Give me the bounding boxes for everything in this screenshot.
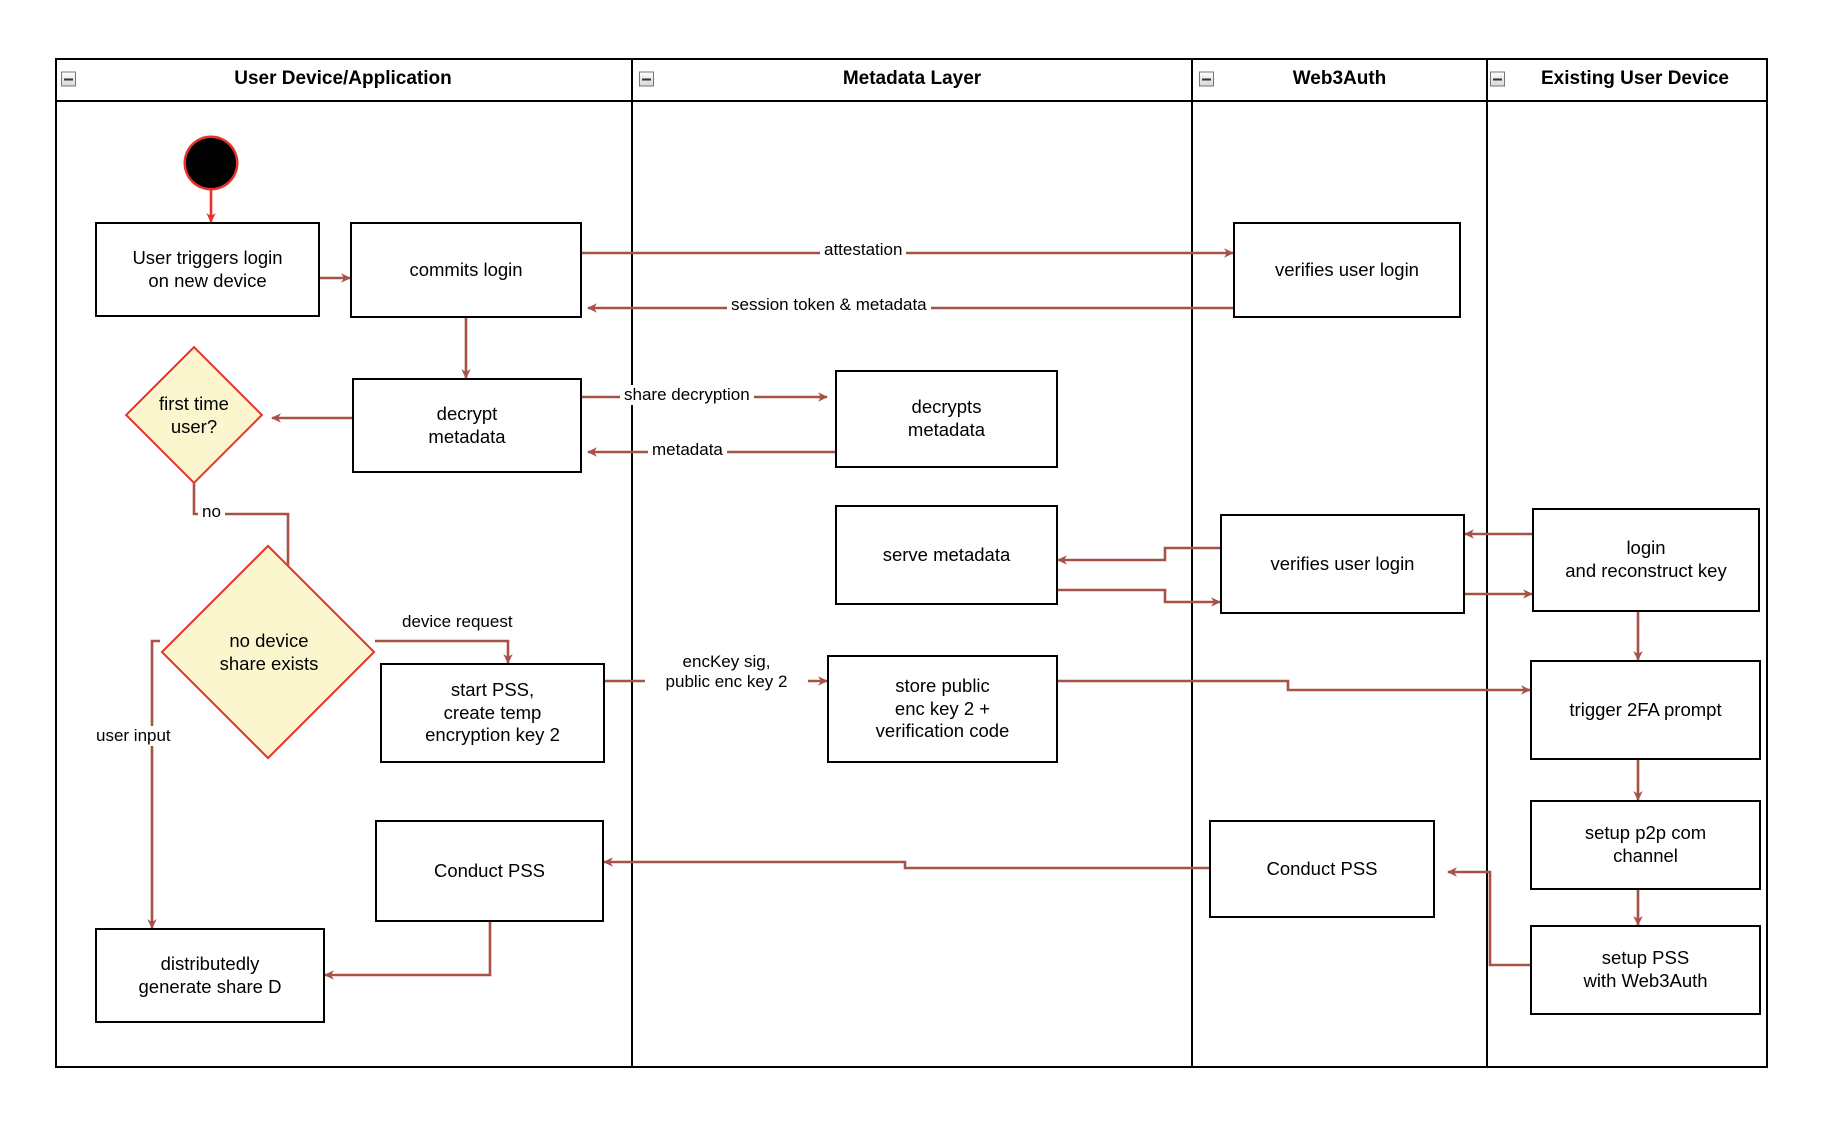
- decision-first-time-user[interactable]: first time user?: [118, 345, 270, 485]
- decision-label: first time user?: [118, 393, 270, 438]
- node-label: login and reconstruct key: [1565, 537, 1726, 582]
- node-label-line: with Web3Auth: [1583, 970, 1708, 991]
- node-label-line: metadata: [428, 425, 506, 447]
- node-label-line: setup p2p com: [1584, 822, 1707, 844]
- node-login-and-reconstruct-key[interactable]: login and reconstruct key: [1532, 508, 1760, 612]
- node-label-line: create temp: [443, 701, 542, 723]
- minus-box-icon[interactable]: [61, 71, 76, 87]
- node-label-line: store public: [895, 675, 990, 697]
- node-label-line: start PSS,: [450, 679, 535, 701]
- node-label-line: enc key 2 +: [894, 697, 991, 719]
- lane-title: Web3Auth: [1292, 68, 1387, 89]
- node-label-line: verification code: [875, 720, 1010, 742]
- decision-label-line: user?: [170, 415, 218, 437]
- edge-label-no: no: [198, 502, 225, 523]
- edge-label-attestation: attestation: [820, 240, 907, 261]
- node-label: store public enc key 2 + verification co…: [876, 675, 1010, 743]
- node-label: verifies user login: [1270, 552, 1415, 574]
- node-label: Conduct PSS: [433, 859, 546, 881]
- edge-label-session-token: session token & metadata: [727, 295, 931, 316]
- node-serve-metadata[interactable]: serve metadata: [835, 505, 1058, 605]
- minus-box-icon[interactable]: [1199, 71, 1214, 87]
- decision-label-line: no device: [229, 630, 309, 652]
- node-label-line: channel: [1613, 845, 1678, 866]
- node-label-line: decrypts: [911, 396, 982, 418]
- lane-body-web3auth: [1193, 102, 1488, 1068]
- lane-title: User Device/Application: [234, 68, 452, 89]
- node-start-pss[interactable]: start PSS, create temp encryption key 2: [380, 663, 605, 763]
- node-label: decrypts metadata: [908, 396, 985, 441]
- node-verifies-user-login-2[interactable]: verifies user login: [1220, 514, 1465, 614]
- node-trigger-2fa-prompt[interactable]: trigger 2FA prompt: [1530, 660, 1761, 760]
- edge-label-user-input: user input: [92, 726, 175, 747]
- node-label-line: decrypt: [436, 402, 498, 424]
- node-conduct-pss-user[interactable]: Conduct PSS: [375, 820, 604, 922]
- node-user-triggers-login[interactable]: User triggers login on new device: [95, 222, 320, 317]
- lane-title: Metadata Layer: [842, 68, 982, 89]
- node-verifies-user-login-1[interactable]: verifies user login: [1233, 222, 1461, 318]
- node-label-line: encryption key 2: [425, 724, 560, 746]
- node-label: setup PSS with Web3Auth: [1583, 947, 1707, 992]
- node-label-line: setup PSS: [1601, 947, 1690, 969]
- node-label-line: on new device: [148, 269, 267, 291]
- node-decrypt-metadata[interactable]: decrypt metadata: [352, 378, 582, 473]
- node-label: Conduct PSS: [1266, 857, 1378, 879]
- swimlane-frame: [55, 58, 1768, 1068]
- node-label: setup p2p com channel: [1585, 822, 1706, 867]
- edge-label-metadata: metadata: [648, 440, 727, 461]
- node-label-line: distributedly: [160, 952, 260, 974]
- lane-title: Existing User Device: [1541, 68, 1729, 89]
- node-label: trigger 2FA prompt: [1569, 698, 1722, 720]
- node-commits-login[interactable]: commits login: [350, 222, 582, 318]
- node-generate-share-d[interactable]: distributedly generate share D: [95, 928, 325, 1023]
- node-label: commits login: [409, 258, 523, 280]
- node-conduct-pss-web3auth[interactable]: Conduct PSS: [1209, 820, 1435, 918]
- edge-label-line: encKey sig,: [682, 652, 771, 671]
- node-label-line: and reconstruct key: [1565, 560, 1727, 581]
- lane-header-user-device[interactable]: User Device/Application: [55, 58, 633, 102]
- lane-body-metadata: [633, 102, 1193, 1068]
- node-label: serve metadata: [882, 543, 1011, 565]
- decision-label-line: share exists: [219, 653, 319, 674]
- minus-box-icon[interactable]: [1490, 71, 1505, 87]
- lane-header-web3auth[interactable]: Web3Auth: [1193, 58, 1488, 102]
- node-setup-pss-with-web3auth[interactable]: setup PSS with Web3Auth: [1530, 925, 1761, 1015]
- node-label: distributedly generate share D: [139, 953, 282, 998]
- node-store-public-key[interactable]: store public enc key 2 + verification co…: [827, 655, 1058, 763]
- edge-label-enckey-sig: encKey sig, public enc key 2: [645, 652, 808, 693]
- node-label-line: generate share D: [138, 975, 282, 997]
- node-label: decrypt metadata: [428, 403, 505, 448]
- decision-label: no device share exists: [163, 630, 375, 675]
- edge-label-line: public enc key 2: [665, 672, 788, 692]
- decision-label-line: first time: [159, 392, 229, 414]
- node-label-line: metadata: [907, 419, 986, 440]
- node-label: verifies user login: [1275, 258, 1419, 280]
- node-setup-p2p-channel[interactable]: setup p2p com channel: [1530, 800, 1761, 890]
- initial-node: [186, 138, 236, 188]
- lane-header-metadata[interactable]: Metadata Layer: [633, 58, 1193, 102]
- node-label: User triggers login on new device: [132, 247, 282, 292]
- node-label-line: login: [1626, 537, 1666, 559]
- edge-label-device-request: device request: [398, 612, 517, 633]
- lane-body-user-device: [55, 102, 633, 1068]
- minus-box-icon[interactable]: [639, 71, 654, 87]
- decision-no-device-share[interactable]: no device share exists: [160, 544, 376, 760]
- node-label: start PSS, create temp encryption key 2: [425, 679, 560, 747]
- node-decrypts-metadata[interactable]: decrypts metadata: [835, 370, 1058, 468]
- edge-label-share-decryption: share decryption: [620, 385, 754, 406]
- lane-header-existing-device[interactable]: Existing User Device: [1488, 58, 1768, 102]
- node-label-line: User triggers login: [132, 246, 283, 268]
